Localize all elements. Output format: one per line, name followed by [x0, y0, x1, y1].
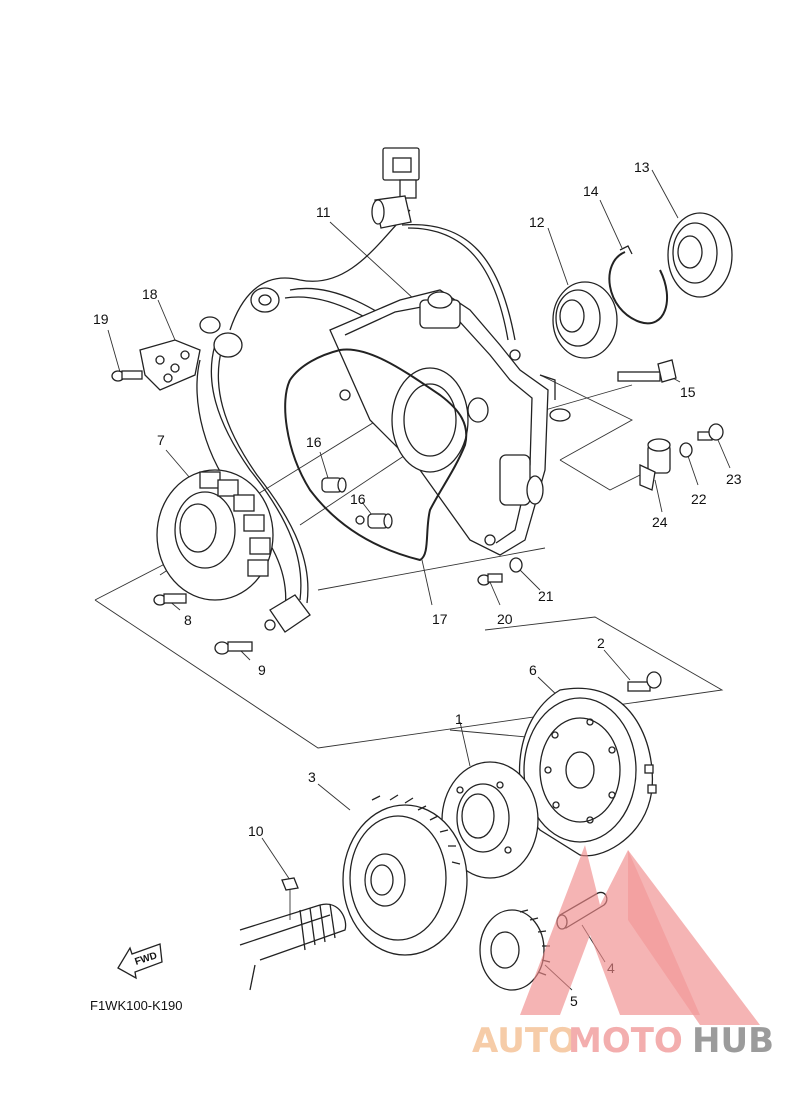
watermark-auto: AUTO: [472, 1021, 577, 1061]
label-10: 10: [248, 823, 264, 839]
label-16a: 16: [306, 434, 322, 450]
automotohub-logo: AUTO MOTO HUB: [472, 845, 774, 1061]
label-15: 15: [680, 384, 696, 400]
label-23: 23: [726, 471, 742, 487]
label-24: 24: [652, 514, 668, 530]
idle-gear-5: [479, 909, 551, 991]
label-20: 20: [497, 611, 513, 627]
label-18: 18: [142, 286, 158, 302]
dowel-pins: [321, 477, 393, 529]
sensor-24: [639, 438, 671, 491]
crankshaft-end: [239, 903, 347, 991]
bolt-9: [214, 641, 253, 655]
part-labels: 1 2 3 4 5 6 7 8 9 10 11 12 13 14 15 16 1…: [93, 159, 742, 1009]
label-9: 9: [258, 662, 266, 678]
washer-22: [679, 442, 693, 458]
stator-coil: [156, 469, 274, 601]
wire-coupler: [371, 147, 420, 229]
cover-gasket: [284, 348, 468, 562]
washer-21: [509, 557, 523, 573]
one-way-clutch-1: [441, 761, 539, 879]
oil-seal-13: [667, 212, 733, 298]
frame-right-upper: [539, 374, 633, 461]
screw-23: [697, 423, 724, 441]
label-14: 14: [583, 183, 599, 199]
screw-19: [111, 370, 143, 382]
label-22: 22: [691, 491, 707, 507]
watermark-hub: HUB: [692, 1021, 774, 1061]
label-5: 5: [570, 993, 578, 1009]
frame-right: [559, 459, 641, 491]
label-3: 3: [308, 769, 316, 785]
watermark-moto: MOTO: [568, 1021, 683, 1061]
screw-20: [477, 573, 503, 586]
bolt-2: [627, 671, 662, 692]
label-7: 7: [157, 432, 165, 448]
reference-frames: [94, 374, 724, 749]
pickup-coil: [264, 594, 311, 633]
bolt-15: [617, 359, 677, 383]
label-8: 8: [184, 612, 192, 628]
bearing-12: [552, 281, 618, 359]
rotor-6: [518, 687, 657, 857]
label-1: 1: [455, 711, 463, 727]
label-11: 11: [316, 204, 331, 220]
label-16b: 16: [350, 491, 366, 507]
wire-bracket: [139, 339, 201, 391]
label-21: 21: [538, 588, 554, 604]
fwd-arrow-icon: FWD: [117, 943, 163, 980]
screw-8: [153, 593, 187, 606]
label-6: 6: [529, 662, 537, 678]
label-2: 2: [597, 635, 605, 651]
label-13: 13: [634, 159, 650, 175]
label-17: 17: [432, 611, 448, 627]
label-19: 19: [93, 311, 109, 327]
woodruff-key-10: [281, 877, 299, 891]
circlip-14: [608, 251, 669, 325]
drawing-code: F1WK100-K190: [90, 998, 183, 1013]
starter-gear-3: [342, 794, 468, 956]
harness-grommets: [199, 287, 280, 358]
frame-mid: [317, 547, 546, 591]
frame-lower: [94, 599, 724, 749]
stator-cover-housing: [329, 289, 571, 556]
label-12: 12: [529, 214, 545, 230]
